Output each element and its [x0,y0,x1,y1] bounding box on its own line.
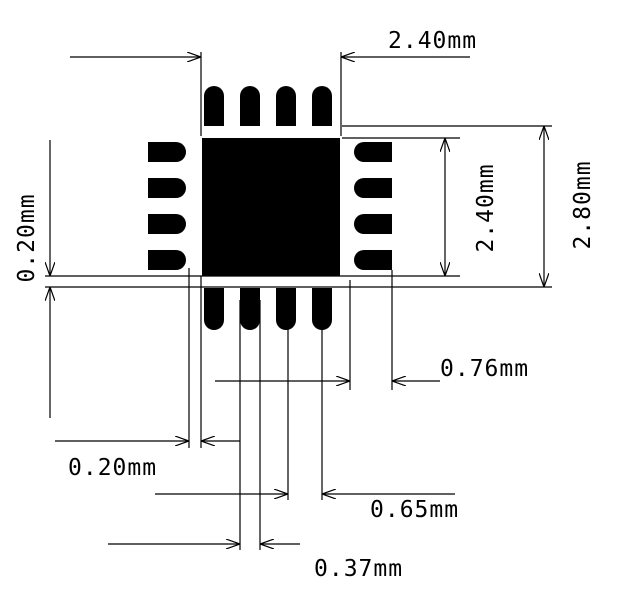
dim-bottom-gap: 0.20mm [68,455,157,481]
pad-right-1 [354,142,392,162]
pad-right-2 [354,178,392,198]
dim-pitch: 0.65mm [370,497,459,523]
left-pads [148,142,186,270]
pad-bottom-1 [204,288,224,330]
dim-top-width: 2.40mm [388,28,477,54]
pad-left-3 [148,214,186,234]
pad-left-2 [148,178,186,198]
bottom-pads [204,288,332,330]
pad-right-3 [354,214,392,234]
pad-top-1 [204,86,224,126]
dim-inner-height: 2.40mm [473,163,499,252]
dimension-arrows [50,57,544,544]
extension-lines [45,52,552,550]
pad-top-2 [240,86,260,126]
dim-outer-height: 2.80mm [570,160,596,249]
pad-left-4 [148,250,186,270]
top-pads [204,86,332,126]
dim-left-gap: 0.20mm [14,193,40,282]
pad-left-1 [148,142,186,162]
thermal-pad [202,138,340,276]
pad-bottom-2 [240,288,260,330]
pad-top-4 [312,86,332,126]
pad-bottom-3 [276,288,296,330]
dim-pad-width: 0.37mm [314,556,403,582]
right-pads [354,142,392,270]
pad-right-4 [354,250,392,270]
dim-pad-extent: 0.76mm [440,356,529,382]
pad-top-3 [276,86,296,126]
